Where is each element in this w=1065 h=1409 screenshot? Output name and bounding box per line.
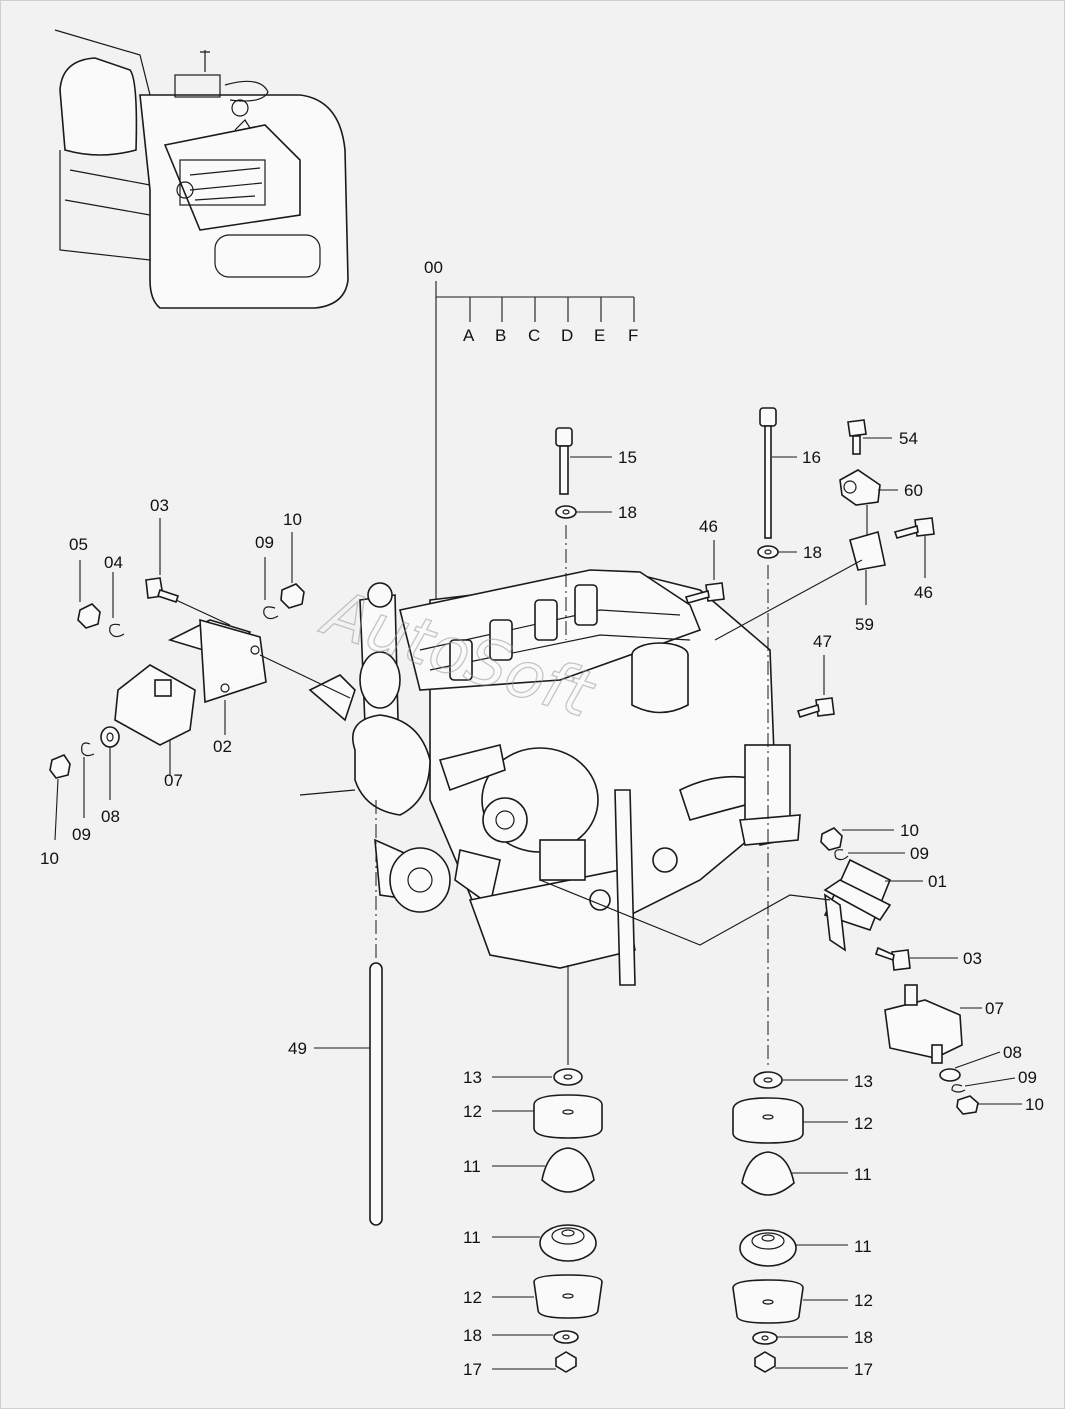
engine-assembly <box>299 569 801 986</box>
callout-09: 09 <box>72 825 91 844</box>
sub-group-a: A <box>463 326 475 345</box>
callout-09: 09 <box>255 533 274 552</box>
mount-stack-left <box>492 965 603 1373</box>
callout-47: 47 <box>813 632 832 651</box>
bolt-16 <box>759 407 797 539</box>
bolt-46-left <box>684 540 725 604</box>
callout-46: 46 <box>699 517 718 536</box>
callout-18: 18 <box>803 543 822 562</box>
callout-12: 12 <box>463 1102 482 1121</box>
callout-11: 11 <box>854 1237 872 1256</box>
callout-04: 04 <box>104 553 123 572</box>
nut-05 <box>77 560 101 629</box>
callout-10: 10 <box>900 821 919 840</box>
washer-18-top-right <box>757 545 797 1065</box>
callout-46: 46 <box>914 583 933 602</box>
nut-10-right <box>820 827 894 851</box>
callout-60: 60 <box>904 481 923 500</box>
callout-12: 12 <box>463 1288 482 1307</box>
callout-59: 59 <box>855 615 874 634</box>
callout-02: 02 <box>213 737 232 756</box>
callout-01: 01 <box>928 872 947 891</box>
callout-10: 10 <box>1025 1095 1044 1114</box>
callout-13: 13 <box>463 1068 482 1087</box>
bolt-46-right <box>714 517 935 641</box>
callout-03: 03 <box>150 496 169 515</box>
main-group-label: 00 <box>424 258 443 277</box>
spring-washer-09-right <box>834 849 905 861</box>
sub-group-d: D <box>561 326 573 345</box>
bolt-03-left <box>145 518 231 626</box>
callout-03: 03 <box>963 949 982 968</box>
callout-12: 12 <box>854 1291 873 1310</box>
group-bracket: 00 A B C D E F <box>424 258 638 600</box>
clamp-60 <box>839 469 898 535</box>
callout-49: 49 <box>288 1039 307 1058</box>
bolt-03-right <box>874 946 958 971</box>
callout-labels: 15 18 16 18 54 60 46 59 46 47 03 10 05 0… <box>40 429 1044 1379</box>
bracket-59 <box>849 530 886 605</box>
callout-11: 11 <box>463 1157 481 1176</box>
spring-washer-09-top <box>263 557 279 620</box>
dipstick-49 <box>314 800 383 1226</box>
callout-16: 16 <box>802 448 821 467</box>
mount-stack-right <box>732 1071 848 1373</box>
callout-09: 09 <box>1018 1068 1037 1087</box>
bolt-54 <box>847 419 892 455</box>
callout-07: 07 <box>164 771 183 790</box>
washer-08-left <box>100 726 120 800</box>
callout-05: 05 <box>69 535 88 554</box>
nut-10-top <box>280 532 305 609</box>
callout-11: 11 <box>854 1165 872 1184</box>
callout-09: 09 <box>910 844 929 863</box>
bracket-01 <box>539 858 923 952</box>
sub-group-f: F <box>628 326 638 345</box>
bolt-47 <box>796 655 835 718</box>
callout-18: 18 <box>463 1326 482 1345</box>
callout-10: 10 <box>40 849 59 868</box>
rubber-mount-07-right <box>884 984 982 1064</box>
spring-washer-09-bottom-right <box>951 1077 1016 1093</box>
callout-17: 17 <box>463 1360 482 1379</box>
bracket-02 <box>167 618 351 735</box>
callout-08: 08 <box>101 807 120 826</box>
nut-10-bottom-right <box>956 1095 1022 1115</box>
callout-10: 10 <box>283 510 302 529</box>
sub-group-c: C <box>528 326 540 345</box>
callout-11: 11 <box>463 1228 481 1247</box>
washer-18-top-left <box>555 505 612 640</box>
bolt-15 <box>555 427 612 495</box>
callout-07: 07 <box>985 999 1004 1018</box>
callout-17: 17 <box>854 1360 873 1379</box>
callout-08: 08 <box>1003 1043 1022 1062</box>
spring-washer-09-left <box>81 742 95 818</box>
spring-washer-04 <box>109 572 125 638</box>
rubber-mount-07-left <box>114 664 196 775</box>
sub-group-b: B <box>495 326 506 345</box>
nut-10-left <box>49 754 71 841</box>
machine-overview-inset <box>54 29 349 309</box>
callout-13: 13 <box>854 1072 873 1091</box>
sub-group-e: E <box>594 326 605 345</box>
washer-08-right <box>939 1051 1001 1082</box>
callout-18: 18 <box>618 503 637 522</box>
callout-12: 12 <box>854 1114 873 1133</box>
callout-54: 54 <box>899 429 918 448</box>
callout-18: 18 <box>854 1328 873 1347</box>
callout-15: 15 <box>618 448 637 467</box>
